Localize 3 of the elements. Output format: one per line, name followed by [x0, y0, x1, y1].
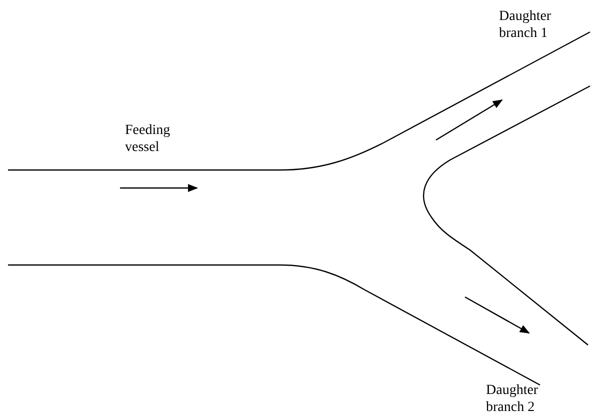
vessel-label: Daughter branch 1: [499, 8, 552, 42]
vessel-label: Feeding vessel: [125, 122, 172, 156]
vessel-label: Daughter branch 2: [486, 382, 540, 416]
